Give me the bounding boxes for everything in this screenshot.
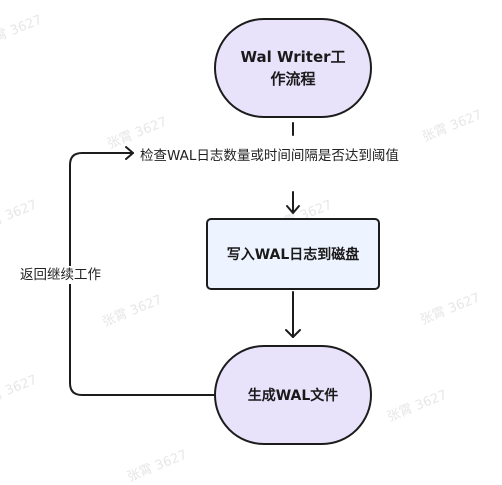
arrowhead-write-to-end: [285, 329, 301, 338]
start-node-label: Wal Writer工作流程: [240, 48, 346, 88]
loop-back-label: 返回继续工作: [20, 266, 101, 284]
start-node: Wal Writer工作流程: [214, 18, 372, 118]
arrowhead-check-to-write: [286, 205, 300, 214]
end-node-label: 生成WAL文件: [247, 388, 339, 404]
arrowhead-loop-back: [125, 146, 134, 160]
write-log-node-label: 写入WAL日志到磁盘: [226, 247, 360, 263]
end-node: 生成WAL文件: [214, 345, 372, 445]
diagram-canvas: 张霄 3627 张霄 3627 张霄 3627 张霄 3627 张霄 3627 …: [0, 13, 484, 485]
write-log-node: 写入WAL日志到磁盘: [206, 218, 380, 290]
condition-label: 检查WAL日志数量或时间间隔是否达到阈值: [140, 145, 455, 167]
